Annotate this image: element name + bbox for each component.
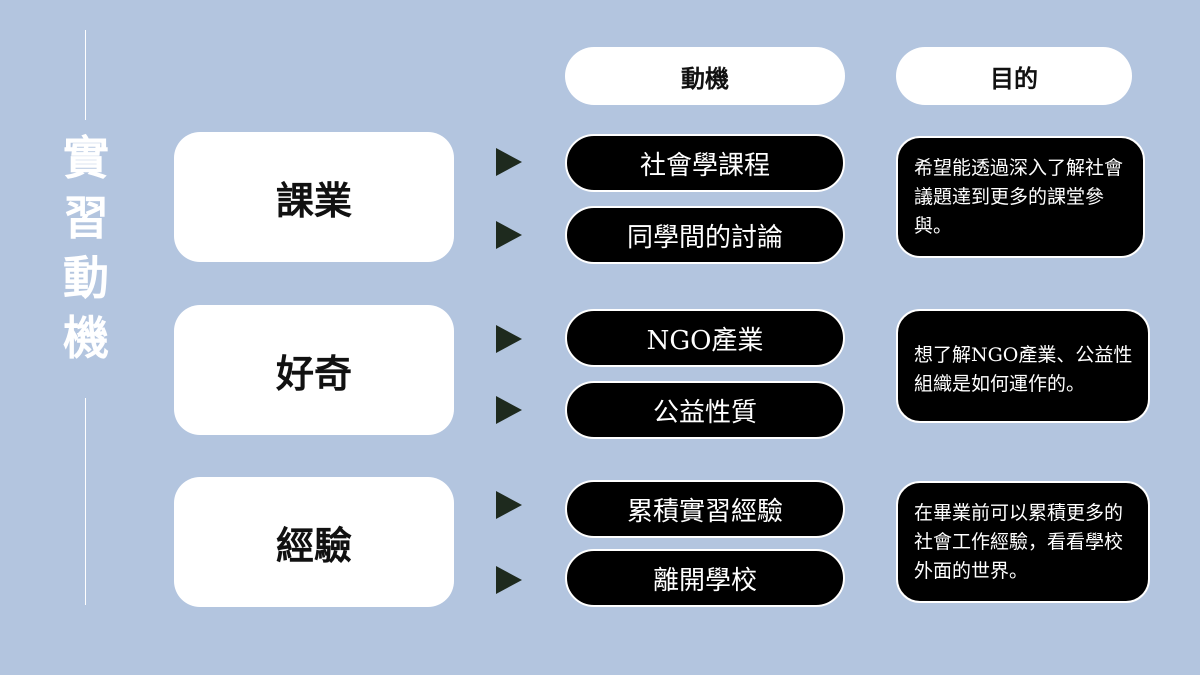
motive-pill: 離開學校 (565, 549, 845, 607)
category-box-coursework: 課業 (174, 132, 454, 262)
title-char: 動 (63, 251, 109, 305)
title-char: 機 (63, 311, 109, 365)
arrow-icon (496, 566, 522, 594)
title-line-bottom (85, 398, 86, 605)
motive-pill: 公益性質 (565, 381, 845, 439)
title-char: 實 (63, 131, 109, 185)
motive-pill: 累積實習經驗 (565, 480, 845, 538)
arrow-icon (496, 491, 522, 519)
vertical-title: 實 習 動 機 (56, 128, 116, 368)
motive-pill: NGO產業 (565, 309, 845, 367)
title-char: 習 (63, 191, 109, 245)
motive-pill: 社會學課程 (565, 134, 845, 192)
title-line-top (85, 30, 86, 120)
arrow-icon (496, 325, 522, 353)
header-purpose: 目的 (896, 47, 1132, 105)
header-motive: 動機 (565, 47, 845, 105)
arrow-icon (496, 221, 522, 249)
purpose-box: 在畢業前可以累積更多的社會工作經驗，看看學校外面的世界。 (896, 481, 1150, 603)
motive-pill: 同學間的討論 (565, 206, 845, 264)
purpose-box: 希望能透過深入了解社會議題達到更多的課堂參與。 (896, 136, 1145, 258)
arrow-icon (496, 148, 522, 176)
arrow-icon (496, 396, 522, 424)
category-box-curiosity: 好奇 (174, 305, 454, 435)
purpose-box: 想了解NGO產業、公益性組織是如何運作的。 (896, 309, 1150, 423)
category-box-experience: 經驗 (174, 477, 454, 607)
